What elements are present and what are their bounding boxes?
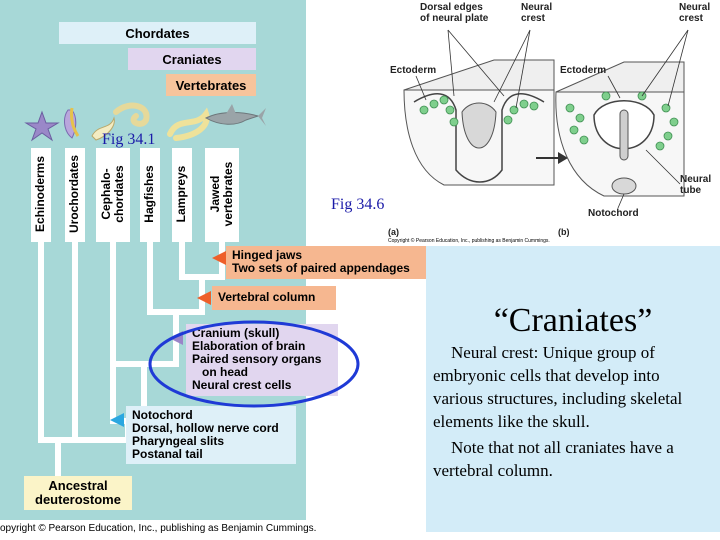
label-neural-tube: Neural tube <box>680 174 712 196</box>
lancelet-icon <box>91 116 115 141</box>
fig-caption-34-1: Fig 34.1 <box>102 131 156 148</box>
tunicate-icon <box>64 107 80 139</box>
copyright-neural-figure: Copyright © Pearson Education, Inc., pub… <box>388 238 550 244</box>
craniates-box: Craniates <box>128 48 256 70</box>
vertebral-arrow-icon <box>197 291 211 305</box>
hagfish-icon <box>113 102 150 127</box>
panel-b-drawing <box>555 61 685 197</box>
craniates-label: Craniates <box>162 51 222 67</box>
fig-caption-34-6: Fig 34.6 <box>331 196 385 213</box>
chordates-box: Chordates <box>59 22 256 44</box>
chordates-label: Chordates <box>125 25 190 41</box>
trait-hinged-jaws: Hinged jaws Two sets of paired appendage… <box>226 246 426 279</box>
vertebrates-box: Vertebrates <box>166 74 256 96</box>
lamprey-icon <box>167 107 210 141</box>
jaws-arrow-icon <box>212 251 226 265</box>
label-panel-a: (a) <box>388 227 399 237</box>
notochord-arrow-icon <box>110 413 124 427</box>
panel-a-drawing <box>403 59 555 186</box>
info-title: “Craniates” <box>493 302 653 339</box>
copyright-left: opyright © Pearson Education, Inc., publ… <box>0 523 317 534</box>
label-dorsal-edges: Dorsal edges of neural plate <box>420 2 489 24</box>
root-ancestral-deuterostome: Ancestral deuterostome <box>24 476 132 510</box>
highlight-ellipse <box>148 320 360 408</box>
vertebrates-label: Vertebrates <box>175 77 247 93</box>
neural-crest-figure <box>403 29 689 209</box>
trait-cranium: Cranium (skull) Elaboration of brain Pai… <box>186 324 338 396</box>
label-ectoderm-b: Ectoderm <box>560 65 607 76</box>
trait-notochord: Notochord Dorsal, hollow nerve cord Phar… <box>126 406 296 464</box>
label-notochord: Notochord <box>588 208 639 219</box>
starfish-icon <box>24 110 60 142</box>
shark-icon <box>204 104 266 126</box>
label-neural-crest-a: Neural crest <box>521 2 553 24</box>
trait-vertebral-column: Vertebral column <box>212 286 336 310</box>
label-neural-crest-b: Neural crest <box>679 2 711 24</box>
label-ectoderm-a: Ectoderm <box>390 65 437 76</box>
animal-silhouettes <box>24 102 266 142</box>
info-panel <box>426 246 720 532</box>
label-panel-b: (b) <box>558 227 570 237</box>
info-paragraph-vertebral-note: Note that not all craniates have a verte… <box>433 438 674 480</box>
info-paragraph-neural-crest: Neural crest: Unique group of embryonic … <box>433 343 683 431</box>
